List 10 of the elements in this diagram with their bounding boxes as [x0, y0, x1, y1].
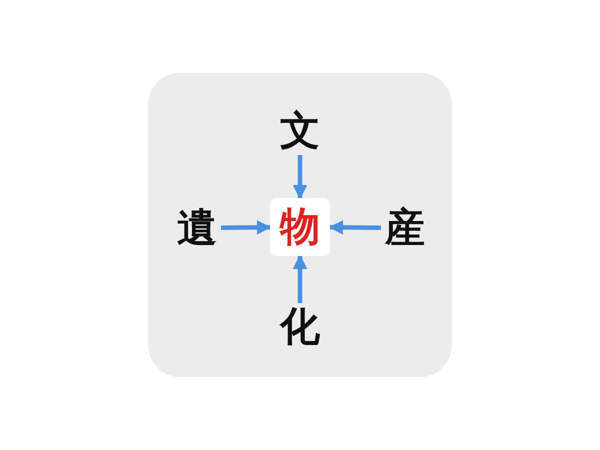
- arrow: [292, 155, 308, 200]
- kanji-character: 産: [385, 208, 425, 248]
- kanji-character: 物: [280, 207, 320, 247]
- arrow: [328, 220, 382, 235]
- answer-box: [270, 198, 330, 256]
- kanji-character: 化: [280, 307, 320, 347]
- arrow: [220, 220, 272, 235]
- kanji-character: 文: [280, 111, 320, 151]
- kanji-character: 遺: [177, 208, 217, 248]
- arrow: [292, 254, 308, 303]
